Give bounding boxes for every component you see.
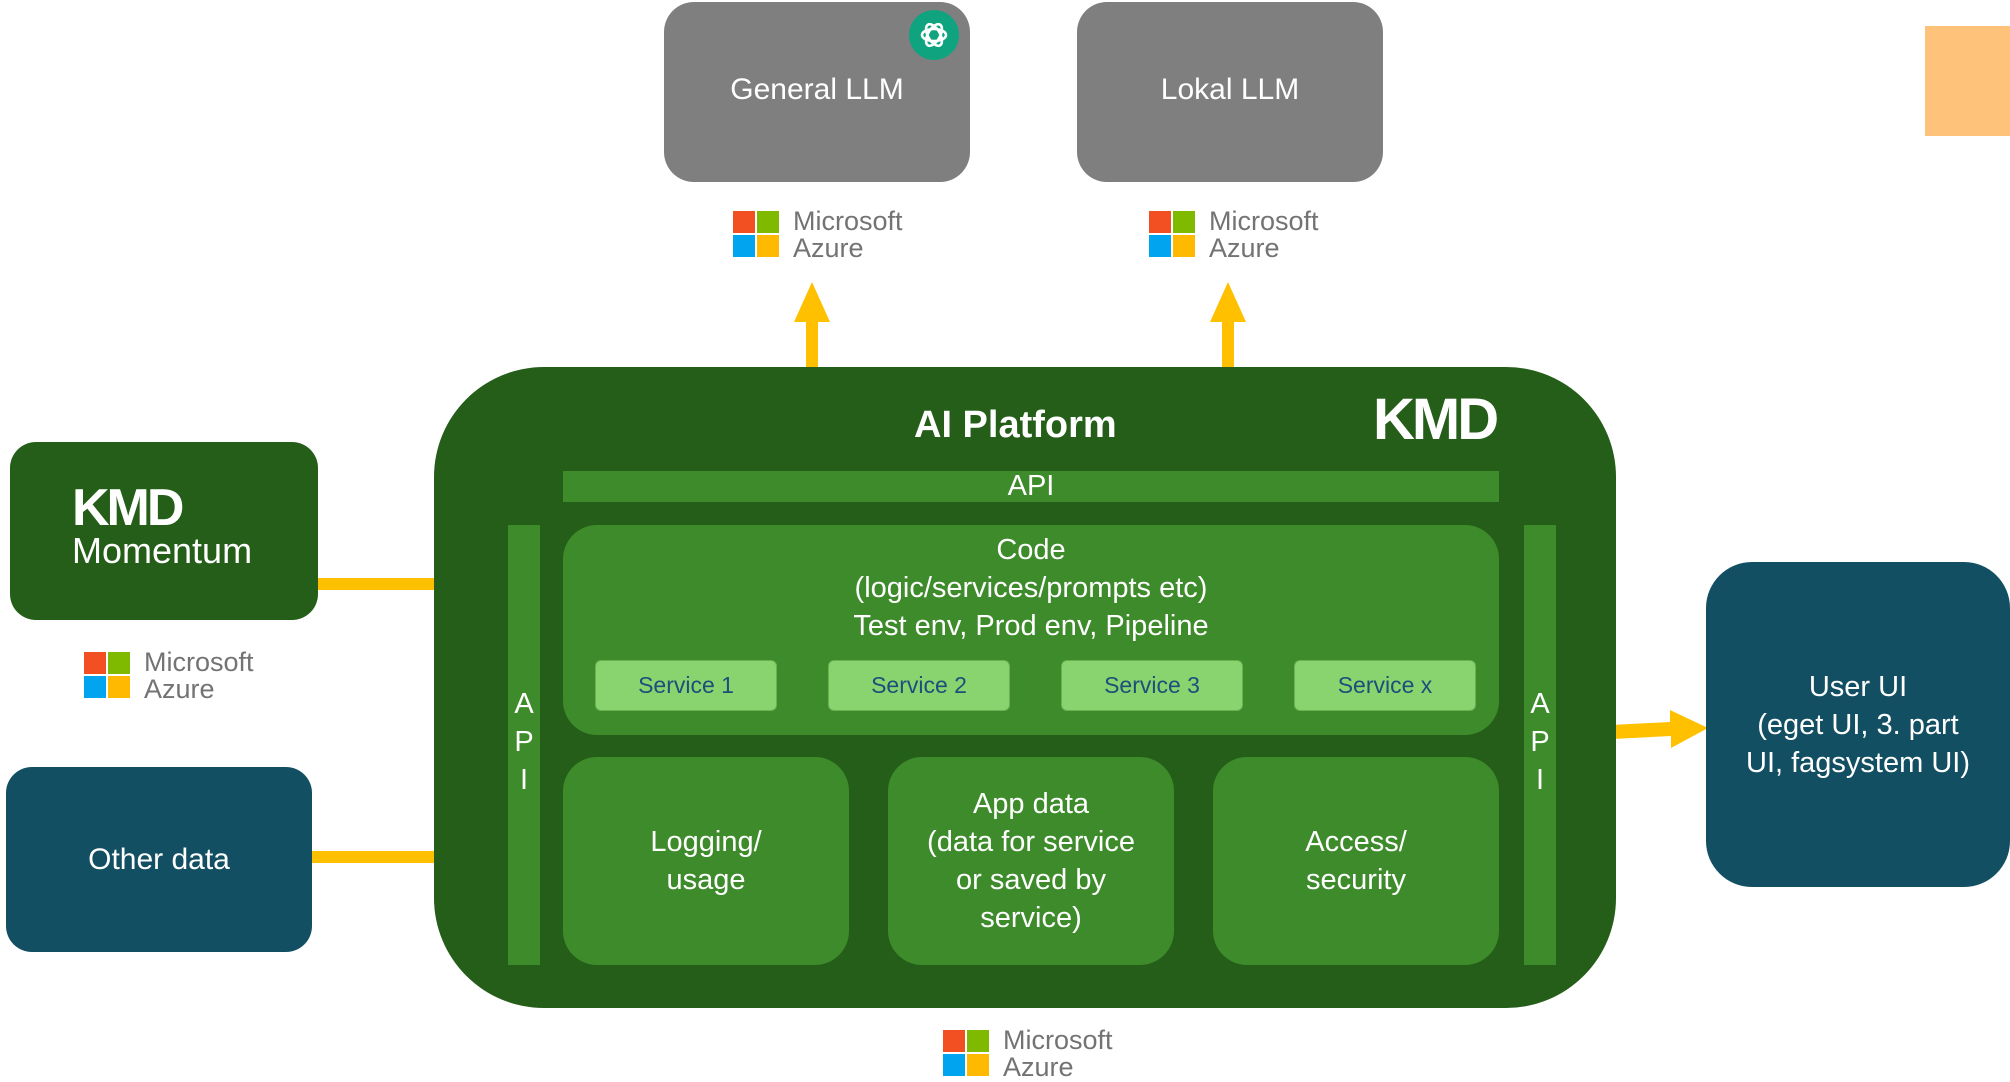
microsoft-logo-icon — [733, 211, 779, 257]
api-right-band: A P I — [1524, 525, 1556, 965]
api-top-band: API — [563, 470, 1499, 502]
kmd-logo: KMD — [1373, 387, 1499, 452]
service-x: Service x — [1294, 660, 1476, 711]
corner-block — [1925, 26, 2010, 136]
other-data-box: Other data — [6, 767, 312, 952]
general-llm-label: General LLM — [730, 73, 904, 106]
platform-title: AI Platform — [914, 404, 1117, 446]
lokal-llm-box: Lokal LLM — [1077, 2, 1383, 182]
azure-badge-lokal: Microsoft Azure — [1149, 207, 1349, 263]
code-desc: (logic/services/prompts etc) — [854, 572, 1208, 604]
code-env: Test env, Prod env, Pipeline — [853, 610, 1209, 642]
access-box: Access/ security — [1213, 757, 1499, 965]
service-1: Service 1 — [595, 660, 777, 711]
service-3: Service 3 — [1061, 660, 1243, 711]
lokal-llm-label: Lokal LLM — [1160, 73, 1300, 106]
user-ui-box: User UI (eget UI, 3. part UI, fagsystem … — [1706, 562, 2010, 887]
momentum-label: Momentum — [72, 530, 253, 571]
azure-badge-platform: Microsoft Azure — [943, 1026, 1143, 1082]
azure-badge-general: Microsoft Azure — [733, 207, 933, 263]
microsoft-logo-icon — [1149, 211, 1195, 257]
code-title: Code — [996, 534, 1066, 566]
app-data-box: App data (data for service or saved by s… — [888, 757, 1174, 965]
other-data-arrow — [312, 837, 510, 877]
service-2: Service 2 — [828, 660, 1010, 711]
microsoft-logo-icon — [84, 652, 130, 698]
api-left-band: A P I — [508, 525, 540, 965]
microsoft-logo-icon — [943, 1030, 989, 1076]
kmd-momentum-box: KMD Momentum — [10, 442, 318, 620]
azure-badge-momentum: Microsoft Azure — [84, 648, 284, 704]
momentum-kmd-logo: KMD — [72, 479, 184, 537]
momentum-arrow — [318, 564, 510, 604]
openai-icon — [909, 10, 959, 60]
logging-box: Logging/ usage — [563, 757, 849, 965]
